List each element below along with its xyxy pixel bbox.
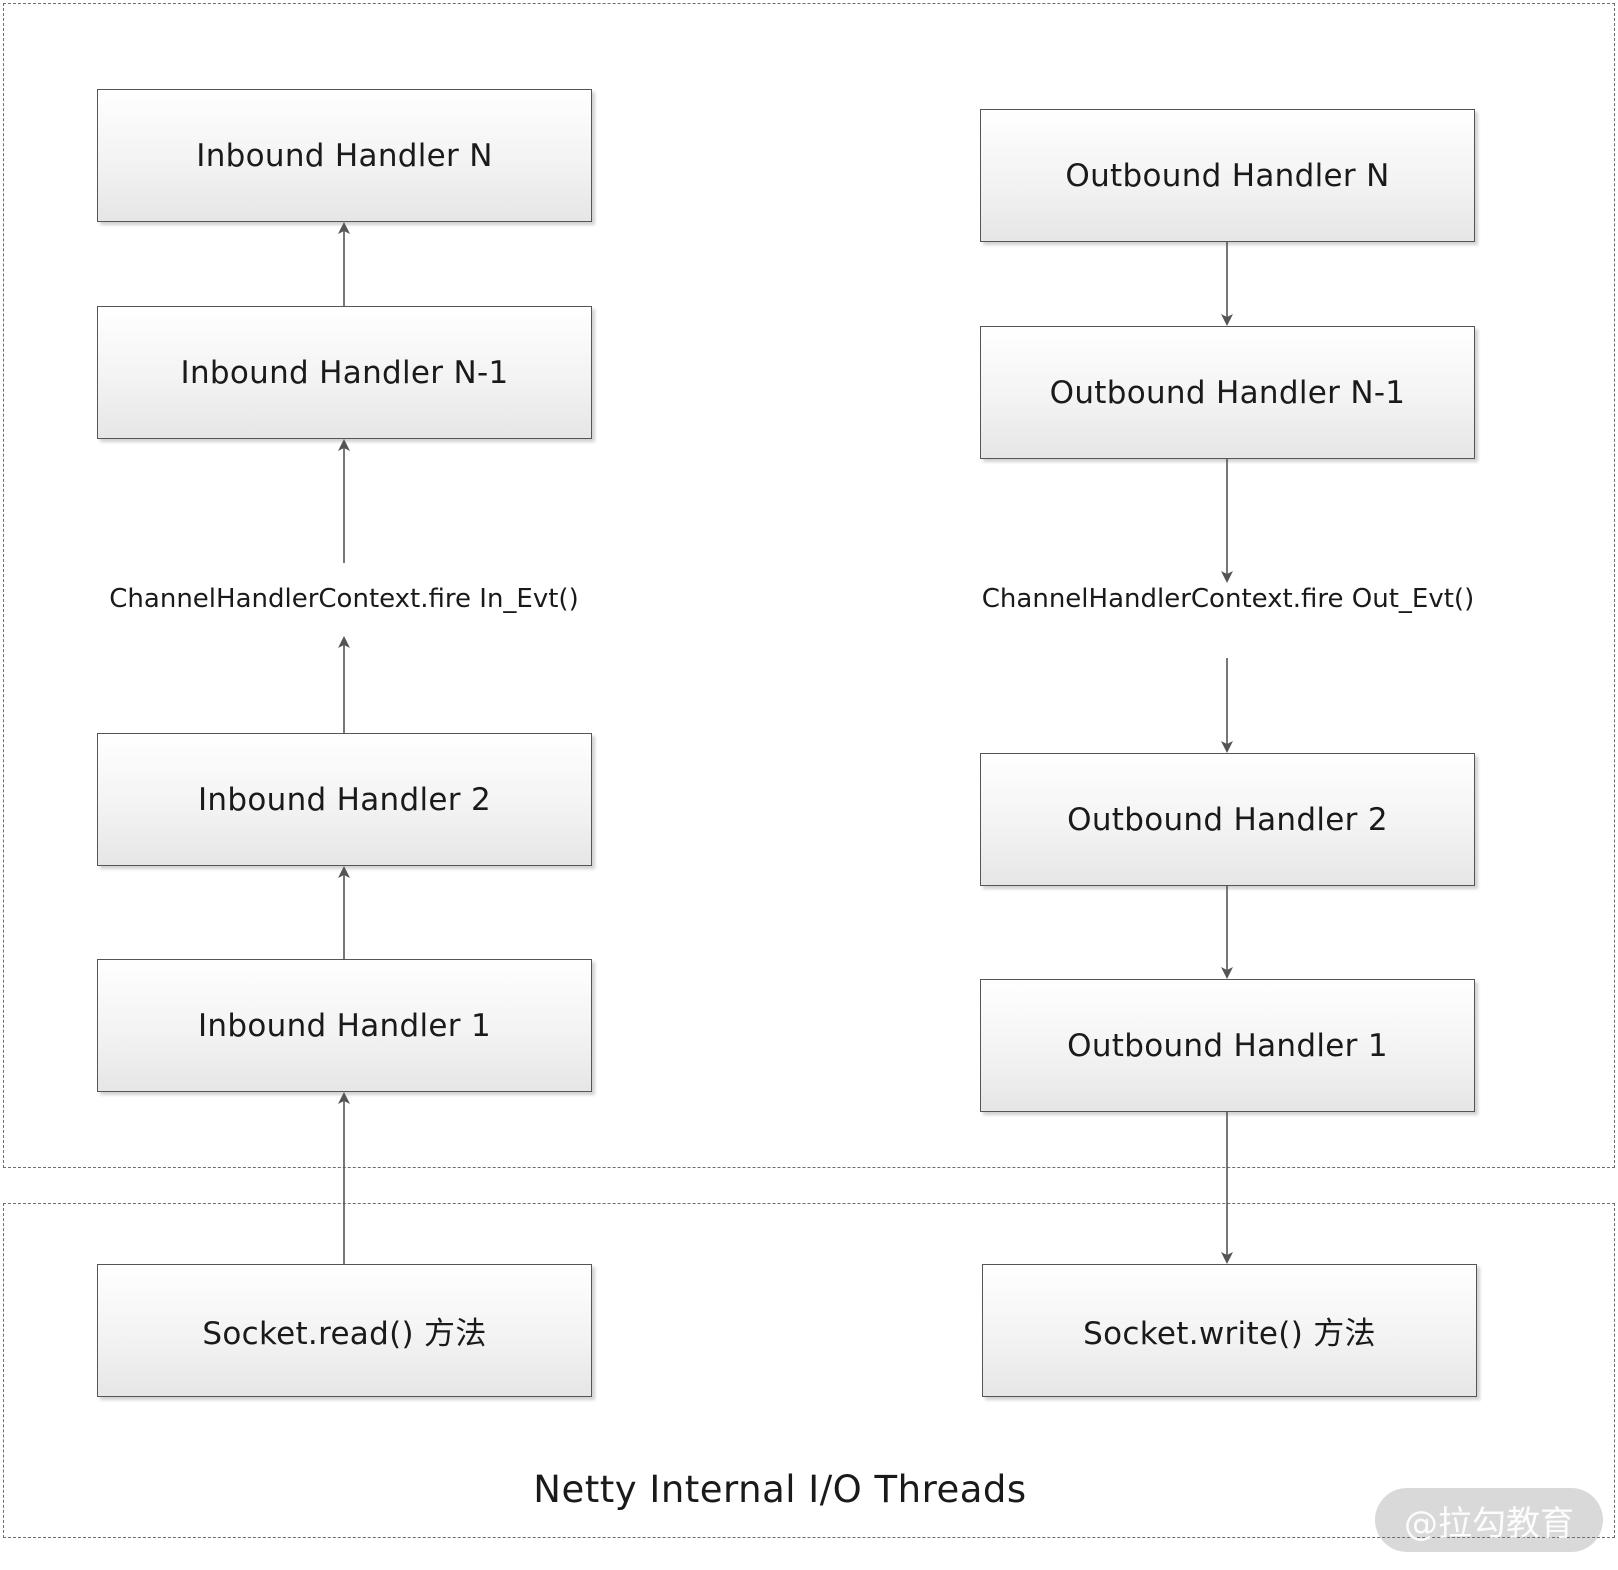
socket-read-label: Socket.read() 方法 <box>202 1316 487 1352</box>
outbound-handler-n-label: Outbound Handler N <box>1065 157 1390 194</box>
io-threads-region <box>3 1203 1615 1538</box>
inbound-handler-1-label: Inbound Handler 1 <box>197 1007 491 1044</box>
watermark-logo: @拉勾教育 <box>1375 1488 1603 1552</box>
inbound-handler-n-label: Inbound Handler N <box>196 137 493 174</box>
inbound-handler-1-box: Inbound Handler 1 <box>97 959 592 1092</box>
io-threads-title: Netty Internal I/O Threads <box>533 1468 1027 1511</box>
outbound-handler-2-box: Outbound Handler 2 <box>980 753 1475 886</box>
watermark-text: @拉勾教育 <box>1404 1503 1574 1544</box>
outbound-handler-n-minus-1-box: Outbound Handler N-1 <box>980 326 1475 459</box>
socket-write-label: Socket.write() 方法 <box>1083 1316 1376 1352</box>
outbound-handler-1-box: Outbound Handler 1 <box>980 979 1475 1112</box>
outbound-handler-2-label: Outbound Handler 2 <box>1067 801 1388 838</box>
inbound-handler-n-box: Inbound Handler N <box>97 89 592 222</box>
inbound-handler-2-label: Inbound Handler 2 <box>197 781 491 818</box>
inbound-handler-n-minus-1-label: Inbound Handler N-1 <box>180 354 509 391</box>
socket-write-box: Socket.write() 方法 <box>982 1264 1477 1397</box>
inbound-context-call-label: ChannelHandlerContext.fire In_Evt() <box>109 584 579 614</box>
outbound-handler-n-box: Outbound Handler N <box>980 109 1475 242</box>
inbound-handler-n-minus-1-box: Inbound Handler N-1 <box>97 306 592 439</box>
channel-pipeline-region <box>3 3 1615 1168</box>
socket-read-box: Socket.read() 方法 <box>97 1264 592 1397</box>
inbound-handler-2-box: Inbound Handler 2 <box>97 733 592 866</box>
outbound-handler-1-label: Outbound Handler 1 <box>1067 1027 1388 1064</box>
outbound-handler-n-minus-1-label: Outbound Handler N-1 <box>1049 374 1406 411</box>
outbound-context-call-label: ChannelHandlerContext.fire Out_Evt() <box>981 584 1475 614</box>
